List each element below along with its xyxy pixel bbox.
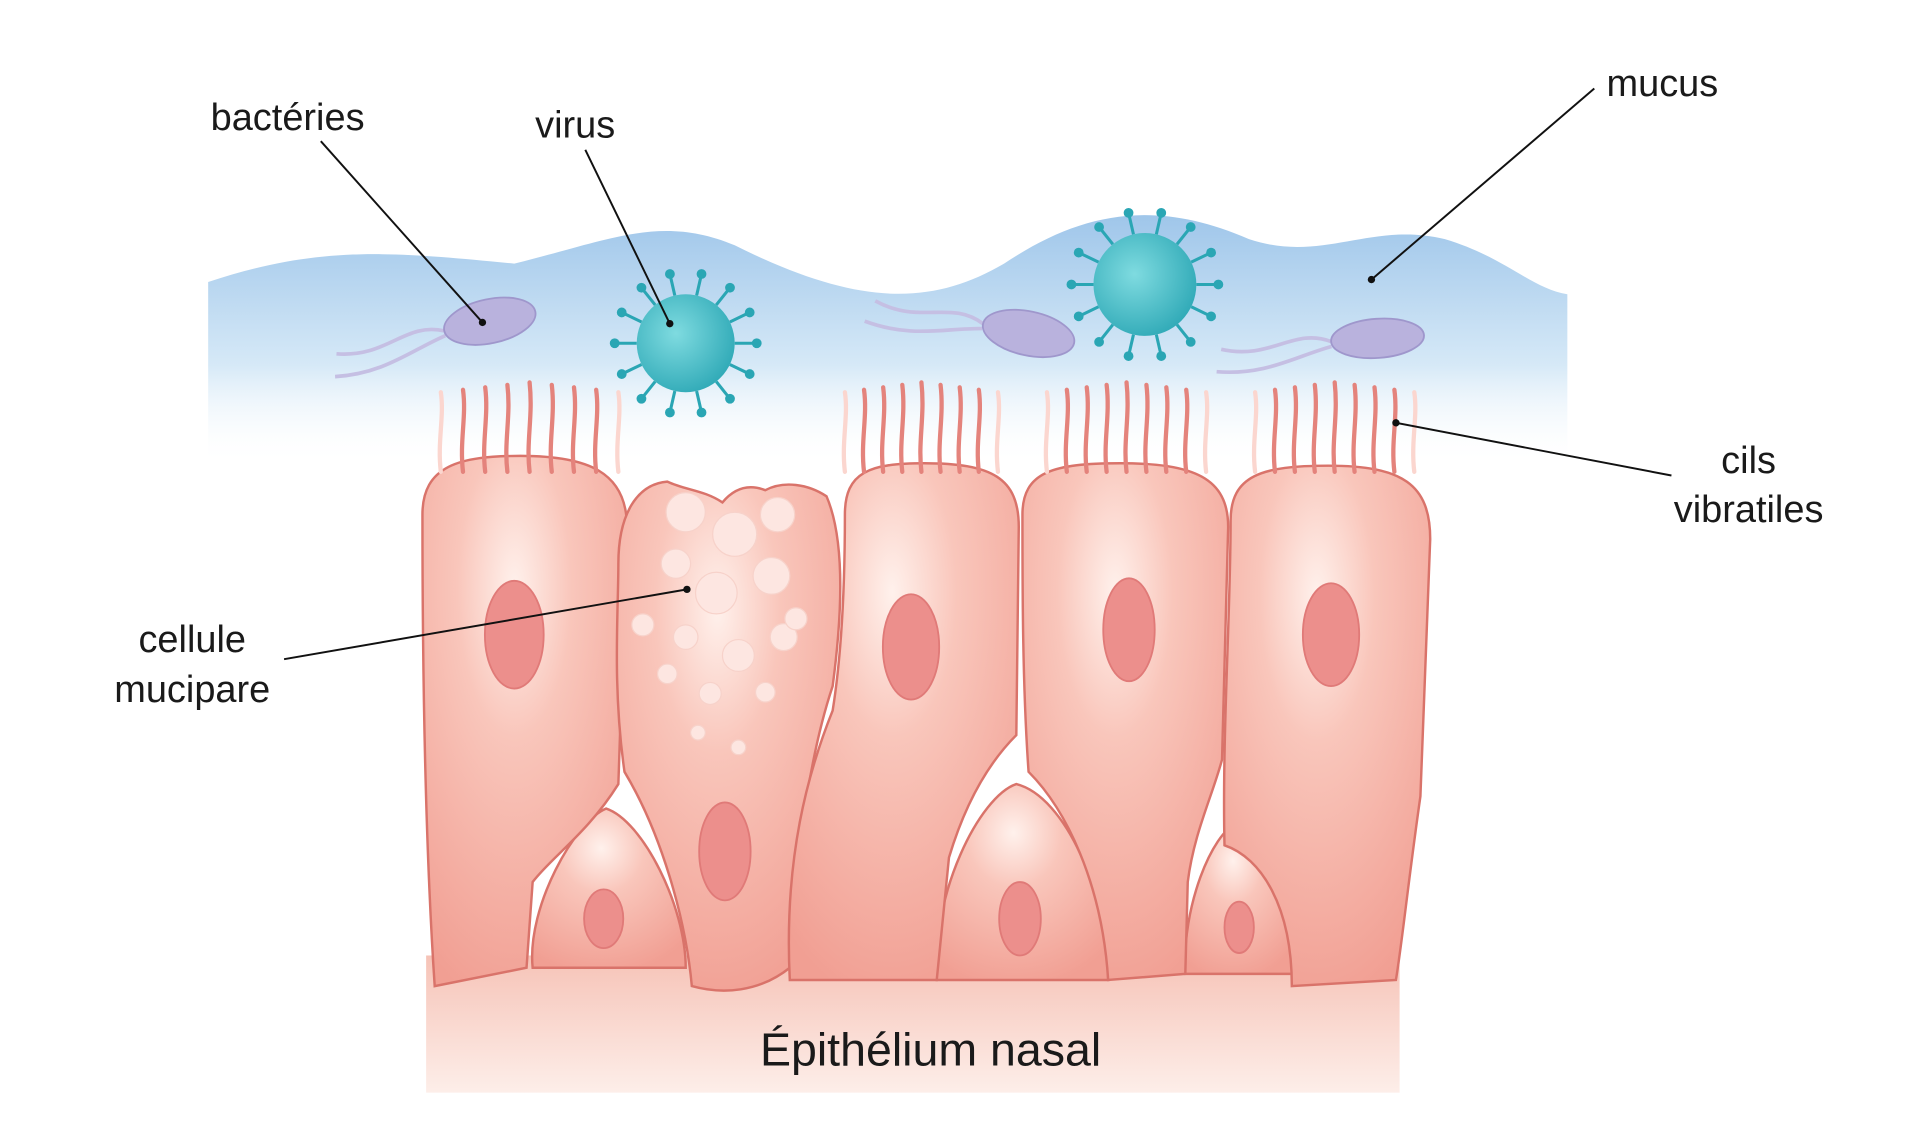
bacterium xyxy=(1216,317,1425,375)
cilium xyxy=(879,385,887,474)
cilium xyxy=(548,382,555,474)
vesicle xyxy=(698,681,722,706)
ciliated-cell xyxy=(787,462,1021,982)
vesicle xyxy=(656,663,678,685)
cilium xyxy=(1351,382,1358,474)
cilium xyxy=(1202,390,1210,474)
cilium xyxy=(899,382,906,474)
vesicle xyxy=(690,724,706,741)
label-goblet-line1: cellule xyxy=(138,619,246,661)
cilium xyxy=(975,387,983,474)
goblet-cell xyxy=(615,480,842,992)
cilium xyxy=(459,387,467,474)
vesicle xyxy=(721,638,755,673)
cilium xyxy=(437,390,445,474)
cilium xyxy=(841,390,849,474)
vesicle xyxy=(769,623,798,652)
label-goblet-line2: mucipare xyxy=(114,669,270,711)
cilium xyxy=(1183,387,1190,474)
virus-particle xyxy=(1066,207,1224,361)
cilium xyxy=(1311,382,1318,474)
cilium xyxy=(918,380,925,474)
bacterium xyxy=(864,299,1076,358)
cilium xyxy=(1043,390,1051,474)
vesicle xyxy=(672,624,699,650)
virus-particle xyxy=(609,269,762,418)
cilia xyxy=(437,380,1418,474)
cilium xyxy=(570,385,578,474)
cilium xyxy=(526,380,533,474)
cilium xyxy=(937,382,944,474)
cilium xyxy=(1391,387,1398,474)
vesicle xyxy=(784,607,808,631)
cilium xyxy=(1291,385,1299,474)
cilium xyxy=(592,387,600,474)
cilium xyxy=(1123,380,1130,474)
ciliated-cell xyxy=(1222,464,1432,988)
label-cilia-line2: vibratiles xyxy=(1674,489,1824,531)
vesicle xyxy=(712,511,758,557)
label-bacteria: bactéries xyxy=(211,97,365,139)
cilium xyxy=(1163,385,1170,474)
label-mucus: mucus xyxy=(1607,63,1719,105)
vesicle xyxy=(660,548,692,579)
viruses xyxy=(609,207,1224,418)
vesicle xyxy=(752,556,791,595)
cilium xyxy=(1251,390,1259,474)
ciliated-cell xyxy=(1021,462,1230,982)
bacteria xyxy=(334,296,1425,379)
cilium xyxy=(1331,380,1338,474)
vesicle xyxy=(754,681,776,703)
cilium xyxy=(1271,387,1279,474)
cilium xyxy=(860,387,868,474)
cilium xyxy=(956,385,963,474)
vesicle xyxy=(631,613,655,637)
label-cilia-line1: cils xyxy=(1721,440,1776,482)
cilium xyxy=(1063,387,1071,474)
cilium xyxy=(1411,390,1418,474)
basal-cells xyxy=(530,782,1294,982)
cilium xyxy=(504,382,511,474)
diagram-title: Épithélium nasal xyxy=(760,1024,1101,1076)
leader-lines xyxy=(283,87,1672,661)
cilium xyxy=(615,390,622,474)
mucus-layer xyxy=(208,215,1568,466)
vesicle xyxy=(694,571,738,615)
label-virus: virus xyxy=(535,105,615,147)
vesicle xyxy=(730,739,747,756)
cilium xyxy=(1143,382,1150,474)
mucus-vesicles xyxy=(631,492,808,756)
vesicle xyxy=(665,492,706,533)
cilium xyxy=(1371,385,1378,474)
vesicle xyxy=(759,496,796,533)
cilium xyxy=(994,390,1002,474)
cilium xyxy=(1083,385,1090,474)
cilium xyxy=(1103,382,1110,474)
ciliated-cell xyxy=(421,454,629,988)
bacterium xyxy=(334,296,537,379)
cilium xyxy=(482,385,489,474)
